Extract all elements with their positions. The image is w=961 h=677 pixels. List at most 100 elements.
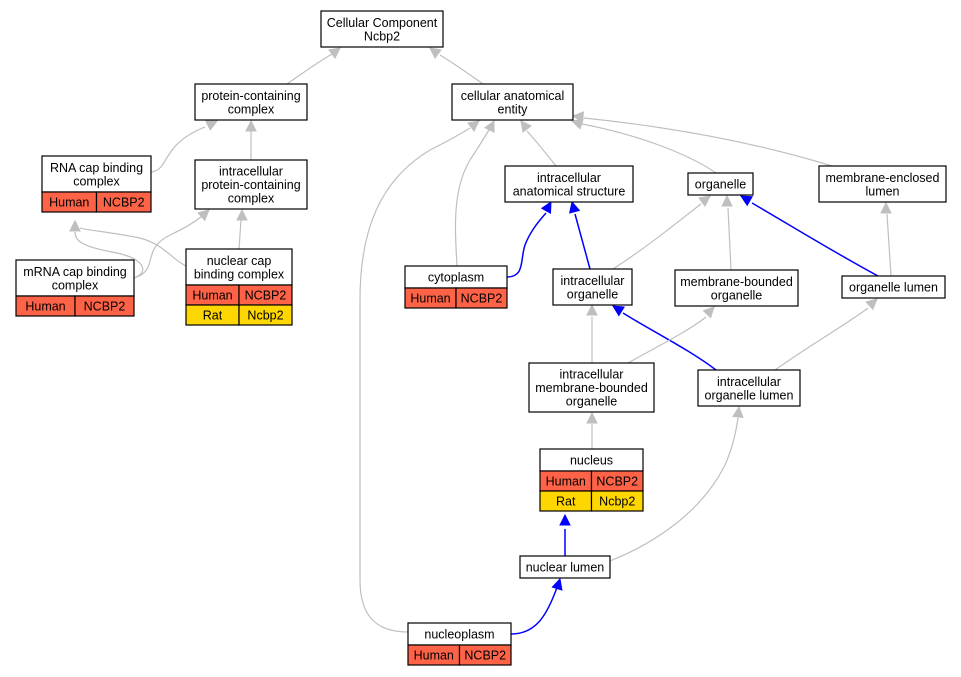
node-label-line: organelle xyxy=(695,178,746,192)
node-label-line: complex xyxy=(52,278,99,292)
gene-label: Ncbp2 xyxy=(599,495,635,509)
arrowhead-icon xyxy=(328,47,341,59)
is-a-edge-line xyxy=(238,219,242,250)
is-a-edge-line xyxy=(74,231,144,279)
organism-label: Human xyxy=(192,289,232,303)
node-label-line: membrane-bounded xyxy=(535,381,648,395)
arrowhead-icon xyxy=(586,303,598,316)
node-nl[interactable]: nuclear lumen xyxy=(519,555,611,579)
gene-label: NCBP2 xyxy=(464,649,506,663)
is-a-edge-line xyxy=(581,123,717,174)
edge-mel-to-cae xyxy=(571,111,833,167)
edge-pcc-to-cc xyxy=(286,47,341,85)
arrowhead-icon xyxy=(570,118,584,130)
node-org[interactable]: organelle xyxy=(687,172,754,196)
node-label-line: cellular anatomical xyxy=(461,89,565,103)
arrowhead-icon xyxy=(698,195,711,207)
node-label-line: intracellular xyxy=(219,165,283,179)
node-label-line: anatomical structure xyxy=(513,184,626,198)
node-label-line: membrane-bounded xyxy=(680,275,793,289)
arrowhead-icon xyxy=(702,306,715,319)
arrowhead-icon xyxy=(245,119,257,132)
is-a-edge-line xyxy=(727,207,732,271)
node-label-box xyxy=(674,269,799,307)
edge-ipcc-to-pcc xyxy=(245,119,257,160)
arrowhead-icon xyxy=(540,201,552,214)
arrowhead-icon xyxy=(551,577,563,591)
organism-label: Rat xyxy=(203,309,223,323)
is-a-edge-line xyxy=(133,215,203,279)
node-label-line: cytoplasm xyxy=(428,271,484,285)
node-label-line: intracellular xyxy=(561,274,625,288)
arrowhead-icon xyxy=(484,120,495,133)
edge-io-to-ias xyxy=(568,200,591,270)
is-a-edge-line xyxy=(627,316,707,364)
is-a-edge-line xyxy=(359,127,471,633)
edge-ias-to-cae xyxy=(520,120,557,167)
arrowhead-icon xyxy=(429,47,442,59)
node-label-line: organelle lumen xyxy=(705,388,794,402)
edge-cyto-to-ias xyxy=(506,201,552,278)
edge-nuc-to-imbo xyxy=(586,411,598,449)
is-a-edge-line xyxy=(454,129,490,267)
node-label-line: membrane-enclosed xyxy=(826,171,940,185)
is-a-edge-line xyxy=(612,203,702,270)
node-label-line: mRNA cap binding xyxy=(23,265,127,279)
organism-label: Human xyxy=(546,475,586,489)
node-label-line: binding complex xyxy=(194,267,285,281)
edge-ncbc-to-rcbc xyxy=(69,219,187,267)
node-label-line: nucleoplasm xyxy=(424,628,494,642)
gene-label: NCBP2 xyxy=(461,292,503,306)
is-a-edge-line xyxy=(439,54,484,85)
arrowhead-icon xyxy=(612,305,625,317)
node-label-box xyxy=(528,362,655,413)
gene-label: NCBP2 xyxy=(103,196,145,210)
node-ol[interactable]: organelle lumen xyxy=(841,275,946,299)
edge-ncbc-to-ipcc xyxy=(236,208,248,250)
edge-np-to-nl xyxy=(510,577,563,635)
node-label-box xyxy=(15,259,135,297)
edge-ol-to-org xyxy=(740,195,879,277)
edge-rcbc-to-pcc xyxy=(150,120,218,173)
part-of-edge-line xyxy=(622,312,717,371)
part-of-edge-line xyxy=(510,583,559,635)
arrowhead-icon xyxy=(586,411,598,424)
arrowhead-icon xyxy=(880,201,892,214)
edge-imbo-to-io xyxy=(586,303,598,363)
edge-cae-to-cc xyxy=(429,47,484,85)
gene-label: NCBP2 xyxy=(245,289,287,303)
node-label-line: intracellular xyxy=(717,375,781,389)
arrowhead-icon xyxy=(568,200,581,214)
gene-cell xyxy=(590,490,644,512)
node-label-box xyxy=(504,165,634,203)
arrowhead-icon xyxy=(559,513,571,526)
node-label-line: intracellular xyxy=(537,171,601,185)
node-label-line: RNA cap binding xyxy=(50,161,143,175)
node-label-line: nucleus xyxy=(570,454,613,468)
species-row-human: Human NCBP2 xyxy=(185,284,293,306)
gene-cell xyxy=(455,287,508,309)
node-label-line: nuclear cap xyxy=(207,254,272,268)
